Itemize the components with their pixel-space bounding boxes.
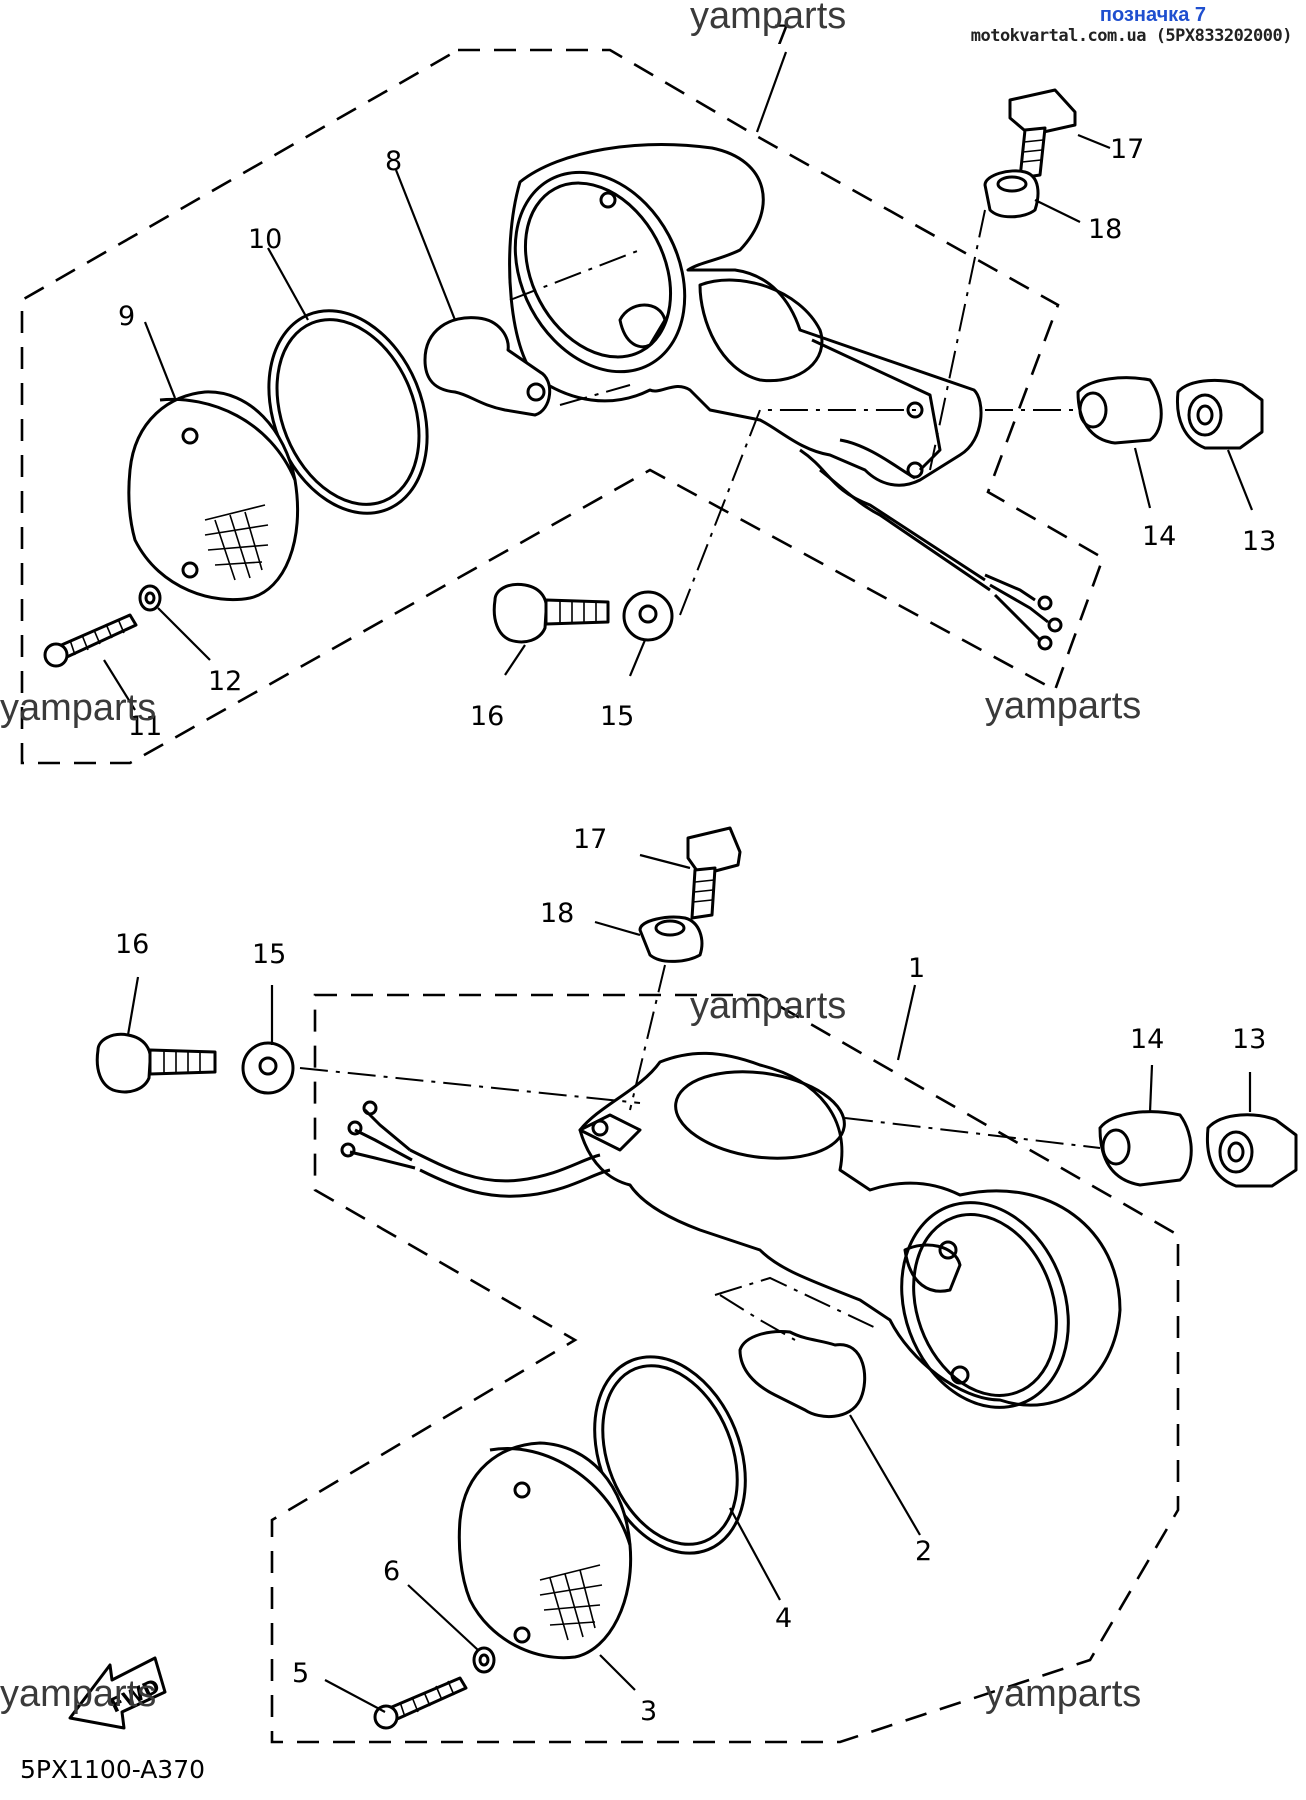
top-nut — [1076, 376, 1264, 450]
callout-bottom-16: 16 — [115, 929, 149, 960]
watermark-top-right: yamparts — [985, 685, 1141, 727]
callout-bottom-14: 14 — [1130, 1024, 1164, 1055]
top-bulb — [423, 316, 552, 417]
watermark-top-left: yamparts — [0, 687, 156, 729]
callout-top-16: 16 — [470, 701, 504, 732]
callout-bottom-17: 17 — [573, 824, 607, 855]
callout-top-18: 18 — [1088, 214, 1122, 245]
bottom-bolt-17 — [638, 826, 742, 963]
callout-top-15: 15 — [600, 701, 634, 732]
header-badge: позначка 7 — [1099, 4, 1206, 26]
callout-top-9: 9 — [118, 301, 135, 332]
top-bolt — [492, 582, 674, 644]
callout-top-13: 13 — [1242, 526, 1276, 557]
watermark-bottom-left: yamparts — [0, 1673, 156, 1715]
callout-bottom-6: 6 — [383, 1556, 400, 1587]
bottom-housing — [340, 1051, 1122, 1409]
top-bolt-17 — [983, 88, 1077, 219]
bottom-screw — [373, 1646, 496, 1730]
bottom-assembly: 1 2 3 4 5 6 13 14 15 16 17 18 — [95, 824, 1298, 1744]
top-lens — [127, 390, 300, 602]
callout-top-14: 14 — [1142, 521, 1176, 552]
callout-bottom-15: 15 — [252, 939, 286, 970]
watermark-top-center: yamparts — [690, 0, 846, 37]
top-group-outline — [20, 48, 1105, 765]
callout-bottom-18: 18 — [540, 898, 574, 929]
callout-top-10: 10 — [248, 224, 282, 255]
callout-top-8: 8 — [385, 146, 402, 177]
callout-bottom-13: 13 — [1232, 1024, 1266, 1055]
callout-top-7: 7 — [773, 20, 790, 51]
callout-bottom-4: 4 — [775, 1603, 792, 1634]
watermark-middle: yamparts — [690, 985, 846, 1027]
bottom-bulb — [738, 1330, 867, 1419]
callout-bottom-1: 1 — [908, 953, 925, 984]
callout-bottom-3: 3 — [640, 1696, 657, 1727]
top-housing — [508, 143, 1063, 651]
top-assembly: 7 8 9 10 11 12 13 14 15 16 17 18 — [20, 20, 1276, 765]
bottom-lens — [457, 1441, 633, 1660]
bottom-bolt — [95, 1032, 295, 1095]
callout-top-17: 17 — [1110, 134, 1144, 165]
header-site: motokvartal.com.ua (5PX833202000) — [970, 26, 1293, 46]
callout-bottom-2: 2 — [915, 1536, 932, 1567]
callout-top-11: 11 — [128, 711, 162, 742]
bottom-group-outline — [270, 993, 1180, 1744]
bottom-nut — [1098, 1110, 1298, 1188]
callout-top-12: 12 — [208, 666, 242, 697]
watermark-bottom-right: yamparts — [985, 1673, 1141, 1715]
top-screw — [43, 584, 162, 668]
diagram-code: 5PX1100-A370 — [20, 1755, 205, 1784]
callout-bottom-5: 5 — [292, 1658, 309, 1689]
